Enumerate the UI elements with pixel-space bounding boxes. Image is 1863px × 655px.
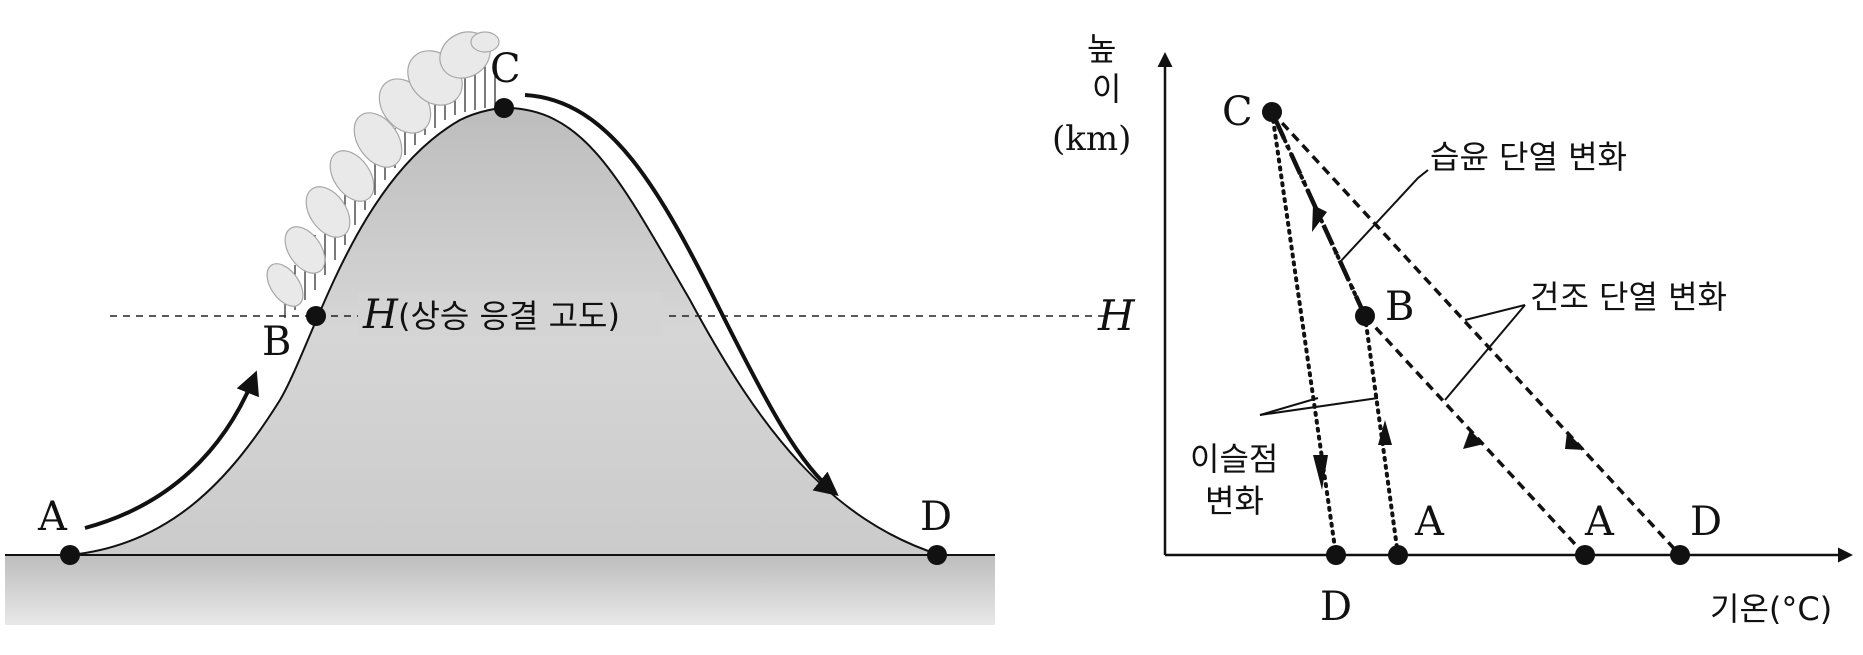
dew-arrow-up — [1378, 420, 1392, 445]
legend-dew-line1: 이슬점 — [1190, 440, 1278, 478]
label-c: C — [490, 46, 521, 92]
legend-dew-line2: 변화 — [1205, 482, 1264, 520]
h-symbol-right: H — [1097, 291, 1136, 340]
ground — [5, 555, 995, 625]
label-b: B — [262, 319, 291, 365]
h-symbol-left: H — [362, 292, 399, 338]
legend-moist: 습윤 단열 변화 — [1430, 138, 1627, 176]
label-d: D — [920, 494, 952, 540]
dry-descent-arrow — [1565, 432, 1585, 450]
graph-label-d-temp: D — [1690, 499, 1722, 545]
moist-adiabatic-line — [1269, 111, 1368, 317]
graph-point-a-dew — [1388, 545, 1408, 565]
y-label-line2: 이 — [1092, 70, 1121, 108]
ascent-arrow — [84, 370, 260, 530]
graph-label-a-dew: A — [1414, 499, 1445, 545]
graph-point-c — [1262, 102, 1282, 122]
y-label-line3: (km) — [1052, 119, 1131, 159]
label-a: A — [37, 494, 68, 540]
graph-label-b: B — [1385, 284, 1414, 330]
y-label-line1: 높 — [1087, 30, 1116, 68]
point-c — [494, 98, 514, 118]
moist-callout-line — [1339, 169, 1429, 263]
mountain-panel: H (상승 응결 고도) A B C D — [5, 31, 1110, 625]
h-caption: (상승 응결 고도) — [398, 297, 620, 335]
dew-arrow-down — [1313, 455, 1328, 490]
graph-label-a-temp: A — [1584, 499, 1615, 545]
dew-callout-line-a — [1259, 397, 1319, 416]
x-axis-label: 기온(°C) — [1710, 590, 1832, 628]
legend-dry: 건조 단열 변화 — [1530, 278, 1727, 316]
h-caption-bg — [358, 292, 663, 336]
graph-point-d-temp — [1670, 545, 1690, 565]
cloud — [266, 31, 500, 307]
graph-label-c: C — [1222, 89, 1253, 135]
dry-rise-arrow — [1463, 430, 1484, 449]
dry-adiabatic-rise — [1363, 314, 1587, 557]
graph-point-a-temp — [1575, 545, 1595, 565]
graph-point-b — [1355, 306, 1375, 326]
descent-arrow — [524, 93, 839, 497]
dry-callout-line-a — [1464, 304, 1526, 321]
dry-adiabatic-descent — [1270, 110, 1682, 557]
point-a — [60, 545, 80, 565]
point-d — [927, 545, 947, 565]
point-b — [306, 306, 326, 326]
dew-line-descent — [1270, 110, 1338, 557]
dew-callout-line-b — [1259, 397, 1379, 416]
graph-panel: 높 이 (km) 기온(°C) H C B A A D D — [1052, 30, 1853, 630]
graph-point-d-dew — [1326, 545, 1346, 565]
moist-arrow — [1312, 205, 1327, 232]
dry-callout-line-b — [1444, 304, 1526, 401]
graph-label-d-dew: D — [1320, 584, 1352, 630]
